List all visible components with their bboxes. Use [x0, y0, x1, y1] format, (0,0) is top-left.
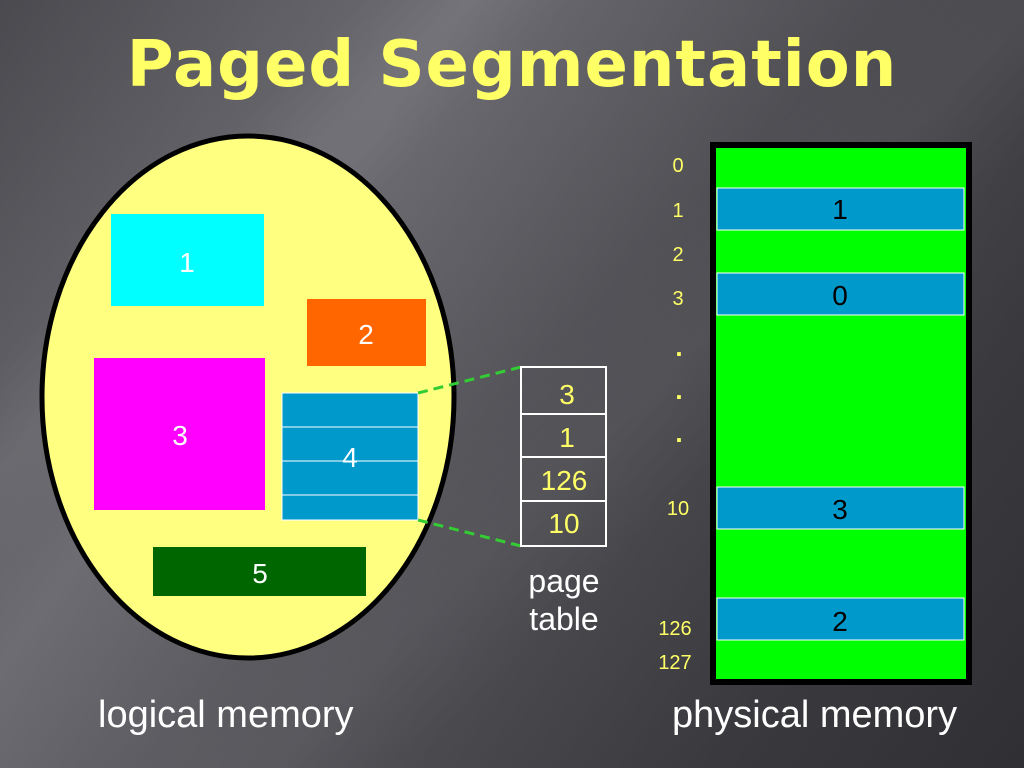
frame-number-labels: 0 1 2 3 . . . 10 126 127: [658, 155, 691, 674]
segment-4: 4: [281, 392, 419, 521]
physical-page-frame-1: 1: [716, 187, 965, 231]
frame-number: 0: [672, 155, 683, 177]
ellipsis-dot: .: [675, 332, 682, 362]
slide-title: Paged Segmentation: [126, 28, 898, 102]
page-table-label-line2: table: [529, 601, 599, 637]
page-table-entry: 10: [548, 508, 579, 539]
frame-number: 2: [672, 244, 683, 266]
segment-2-label: 2: [358, 319, 374, 350]
physical-page-label: 2: [832, 606, 848, 637]
logical-memory-caption: logical memory: [98, 694, 354, 736]
physical-page-label: 3: [832, 494, 848, 525]
physical-page-frame-10: 3: [716, 486, 965, 530]
segment-1: 1: [111, 214, 264, 306]
page-table-label-line1: page: [528, 563, 600, 599]
physical-page-frame-3: 0: [716, 272, 965, 316]
page-table-label: page table: [509, 562, 619, 638]
physical-memory: 1 0 3 2: [710, 142, 972, 685]
page-table-entry: 1: [559, 422, 575, 453]
physical-page-label: 0: [832, 280, 848, 311]
frame-number: 1: [672, 200, 683, 222]
ellipsis-dot: .: [675, 375, 682, 405]
segment-1-label: 1: [179, 247, 195, 278]
segment-5: 5: [153, 547, 366, 596]
connector-top: [417, 365, 522, 395]
page-table: 3 1 126 10: [520, 366, 607, 547]
segment-4-label: 4: [342, 442, 358, 473]
page-table-entry: 126: [541, 465, 588, 496]
frame-number: 10: [667, 498, 689, 520]
physical-page-label: 1: [832, 194, 848, 225]
segment-3-label: 3: [172, 420, 188, 451]
segment-3: 3: [94, 358, 265, 510]
physical-page-frame-126: 2: [716, 597, 965, 641]
frame-number: 3: [672, 288, 683, 310]
page-table-entry: 3: [559, 379, 575, 410]
connector-bottom: [417, 518, 522, 548]
frame-number: 127: [658, 652, 691, 674]
segment-5-label: 5: [252, 558, 268, 589]
segment-2: 2: [307, 299, 426, 366]
ellipsis-dot: .: [675, 418, 682, 448]
frame-number: 126: [658, 618, 691, 640]
physical-memory-caption: physical memory: [672, 694, 958, 736]
